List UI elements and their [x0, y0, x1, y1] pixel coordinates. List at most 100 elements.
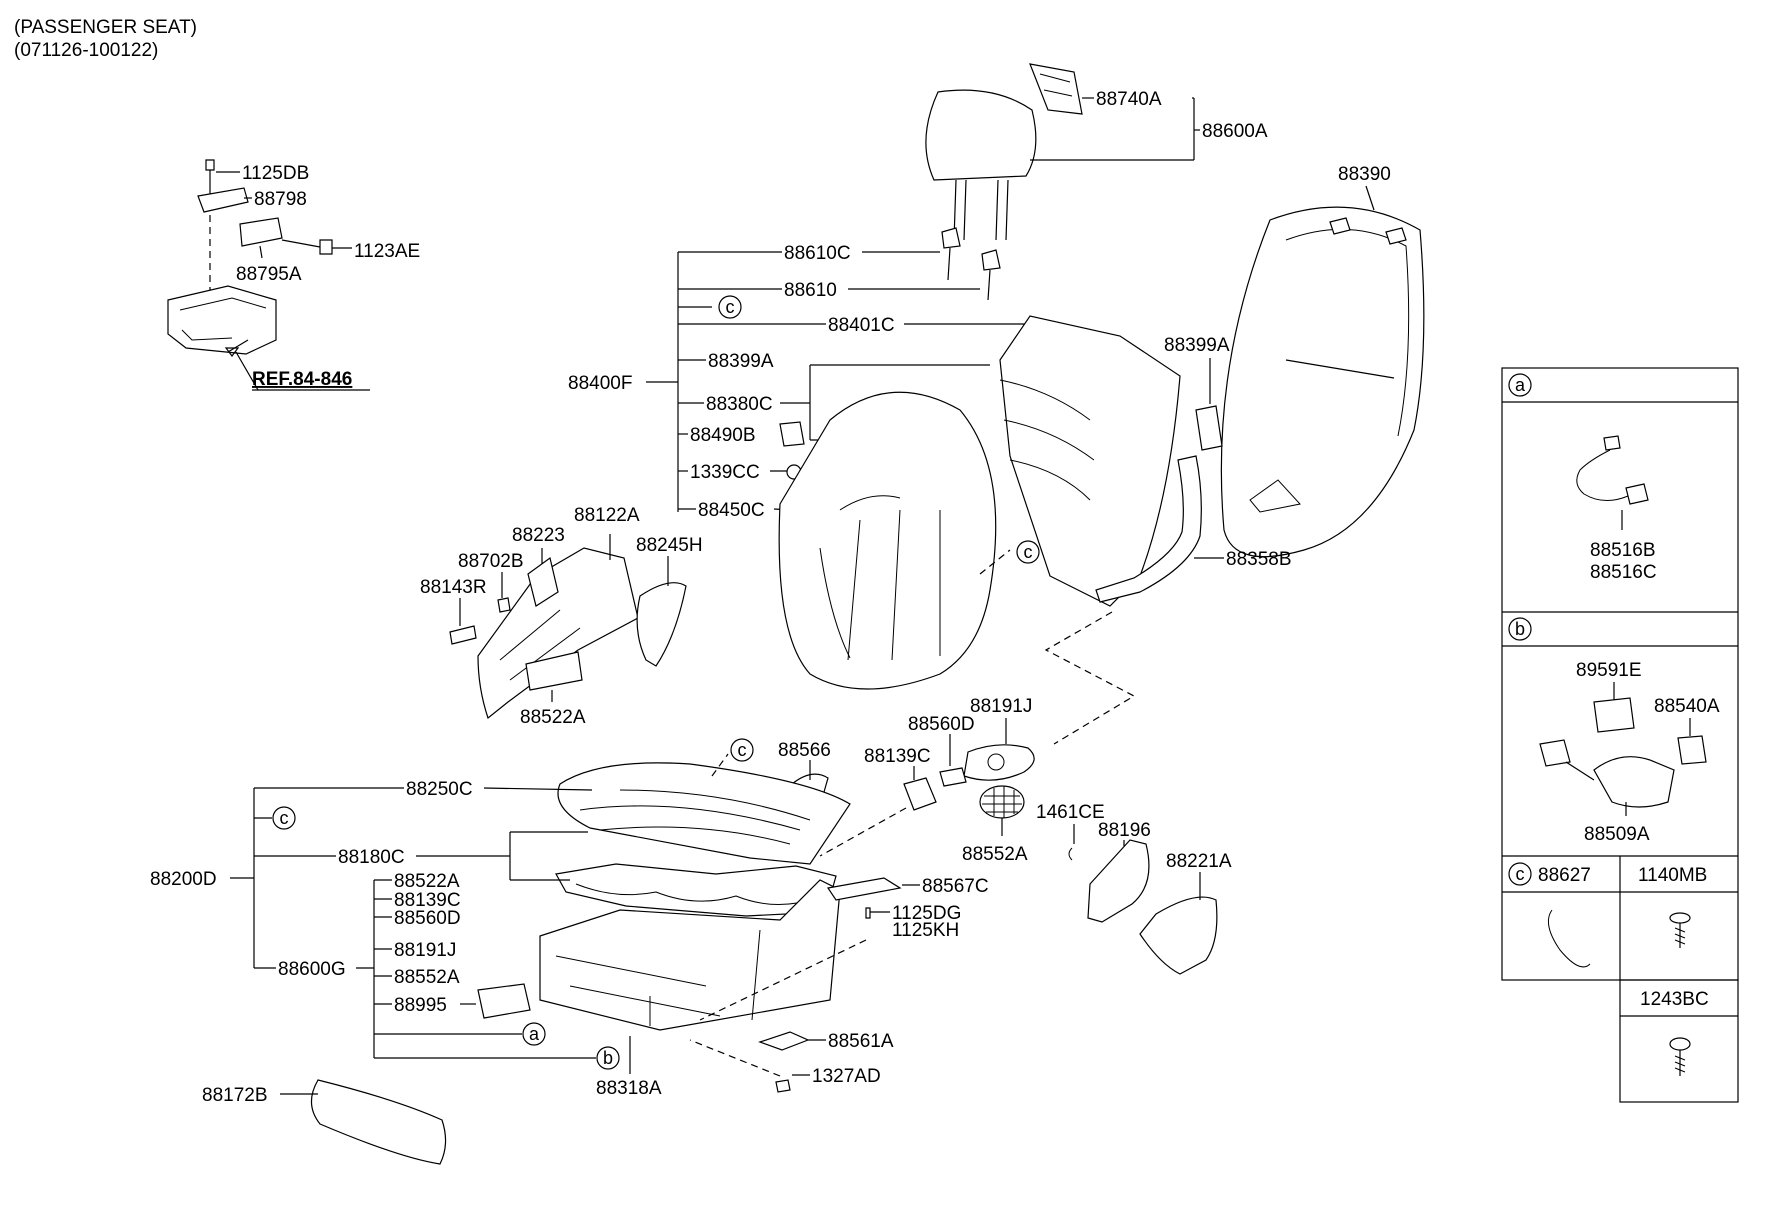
label-88702B: 88702B	[458, 551, 524, 572]
label-88610: 88610	[784, 280, 837, 301]
label-88191J: 88191J	[394, 940, 456, 961]
label-88567C: 88567C	[922, 876, 989, 897]
legend-a-part-1: 88516B	[1590, 540, 1656, 561]
label-88522A-top: 88522A	[520, 707, 586, 728]
label-88139C: 88139C	[394, 890, 461, 911]
label-88191J-top: 88191J	[970, 696, 1032, 717]
label-88200D: 88200D	[150, 869, 217, 890]
svg-text:c: c	[726, 297, 735, 317]
legend-b-part-1: 89591E	[1576, 660, 1642, 681]
clip-icon	[1547, 909, 1591, 968]
label-88490B: 88490B	[690, 425, 756, 446]
label-1461CE: 1461CE	[1036, 802, 1105, 823]
svg-text:c: c	[280, 808, 289, 828]
header-title: (PASSENGER SEAT)	[14, 17, 197, 38]
label-88399A: 88399A	[1164, 335, 1230, 356]
part-88172B	[310, 1079, 447, 1165]
label-88380C: 88380C	[706, 394, 773, 415]
legend-b-part-3: 88509A	[1584, 824, 1650, 845]
svg-text:a: a	[529, 1024, 540, 1044]
header-range: (071126-100122)	[14, 40, 158, 61]
label-88196: 88196	[1098, 820, 1151, 841]
label-88798: 88798	[254, 189, 307, 210]
duct-drawing	[1095, 405, 1223, 603]
legend-callout-a	[1508, 373, 1532, 397]
label-88250C: 88250C	[406, 779, 473, 800]
callout-a	[522, 1022, 546, 1046]
part-88995	[477, 983, 531, 1019]
label-88401C: 88401C	[828, 315, 895, 336]
label-88600G: 88600G	[278, 959, 346, 980]
label-88221A: 88221A	[1166, 851, 1232, 872]
side-trim-drawing	[449, 547, 687, 720]
label-88122A: 88122A	[574, 505, 640, 526]
legend-fastener-2: 1243BC	[1640, 989, 1709, 1010]
reference-label: REF.84-846	[252, 369, 352, 390]
seatback-cushion-drawing	[778, 315, 1181, 690]
legend-fastener-1: 1140MB	[1638, 865, 1707, 886]
label-88610C: 88610C	[784, 243, 851, 264]
legend-a-part-2: 88516C	[1590, 562, 1657, 583]
callout-c-2	[1016, 540, 1040, 564]
callout-c-3	[730, 738, 754, 762]
legend-callout-b	[1508, 617, 1532, 641]
svg-text:c: c	[738, 740, 747, 760]
legend-b-part-2: 88540A	[1654, 696, 1720, 717]
label-1125DG: 1125DG	[892, 903, 961, 924]
legend-a-drawing	[1576, 435, 1649, 530]
label-88995: 88995	[394, 995, 447, 1016]
svg-text:c: c	[1024, 542, 1033, 562]
label-88560D: 88560D	[394, 908, 461, 929]
screw-icon	[1669, 1037, 1691, 1076]
label-88143R: 88143R	[420, 577, 487, 598]
label-88600A: 88600A	[1202, 121, 1268, 142]
label-88560D-top: 88560D	[908, 714, 975, 735]
legend-b-drawing	[1539, 697, 1707, 816]
callout-c-1	[718, 295, 742, 319]
callout-c-4	[272, 806, 296, 830]
label-88450C: 88450C	[698, 500, 765, 521]
seat-cushion-drawing	[539, 762, 851, 1031]
label-1123AE: 1123AE	[354, 241, 420, 262]
svg-text:a: a	[1515, 375, 1526, 395]
label-88552A-top: 88552A	[962, 844, 1028, 865]
label-1125DB: 1125DB	[242, 163, 309, 184]
part-1461CE	[1068, 847, 1073, 861]
label-88399A-top: 88399A	[708, 351, 774, 372]
svg-text:c: c	[1516, 864, 1525, 884]
bolt-icon	[1669, 912, 1691, 948]
label-1339CC: 1339CC	[690, 462, 760, 483]
label-88318A: 88318A	[596, 1078, 662, 1099]
trim-pieces-drawing	[758, 877, 902, 1093]
legend-c-part: 88627	[1538, 865, 1591, 886]
part-88490B	[779, 421, 805, 447]
label-88795A: 88795A	[236, 264, 302, 285]
label-88245H: 88245H	[636, 535, 703, 556]
mesh-pad-drawing	[979, 785, 1025, 819]
label-88139C-top: 88139C	[864, 746, 931, 767]
label-88522A: 88522A	[394, 871, 460, 892]
side-cover-drawing	[1087, 839, 1218, 975]
svg-text:b: b	[603, 1048, 613, 1068]
bracket-assembly-drawing	[167, 159, 370, 391]
seatback-panel-drawing	[1220, 206, 1425, 558]
svg-text:b: b	[1515, 619, 1525, 639]
label-88180C: 88180C	[338, 847, 405, 868]
label-88561A: 88561A	[828, 1031, 894, 1052]
label-88740A: 88740A	[1096, 89, 1162, 110]
headrest-drawing	[925, 63, 1083, 301]
legend-panel	[1501, 367, 1739, 1103]
legend-callout-c	[1508, 862, 1532, 886]
label-88566: 88566	[778, 740, 831, 761]
callout-b	[596, 1046, 620, 1070]
label-88552A: 88552A	[394, 967, 460, 988]
label-88223: 88223	[512, 525, 565, 546]
label-1327AD: 1327AD	[812, 1066, 881, 1087]
label-1125KH: 1125KH	[892, 920, 959, 941]
label-88390: 88390	[1338, 164, 1391, 185]
label-88358B: 88358B	[1226, 549, 1292, 570]
label-88400F: 88400F	[568, 373, 632, 394]
label-88172B: 88172B	[202, 1085, 268, 1106]
